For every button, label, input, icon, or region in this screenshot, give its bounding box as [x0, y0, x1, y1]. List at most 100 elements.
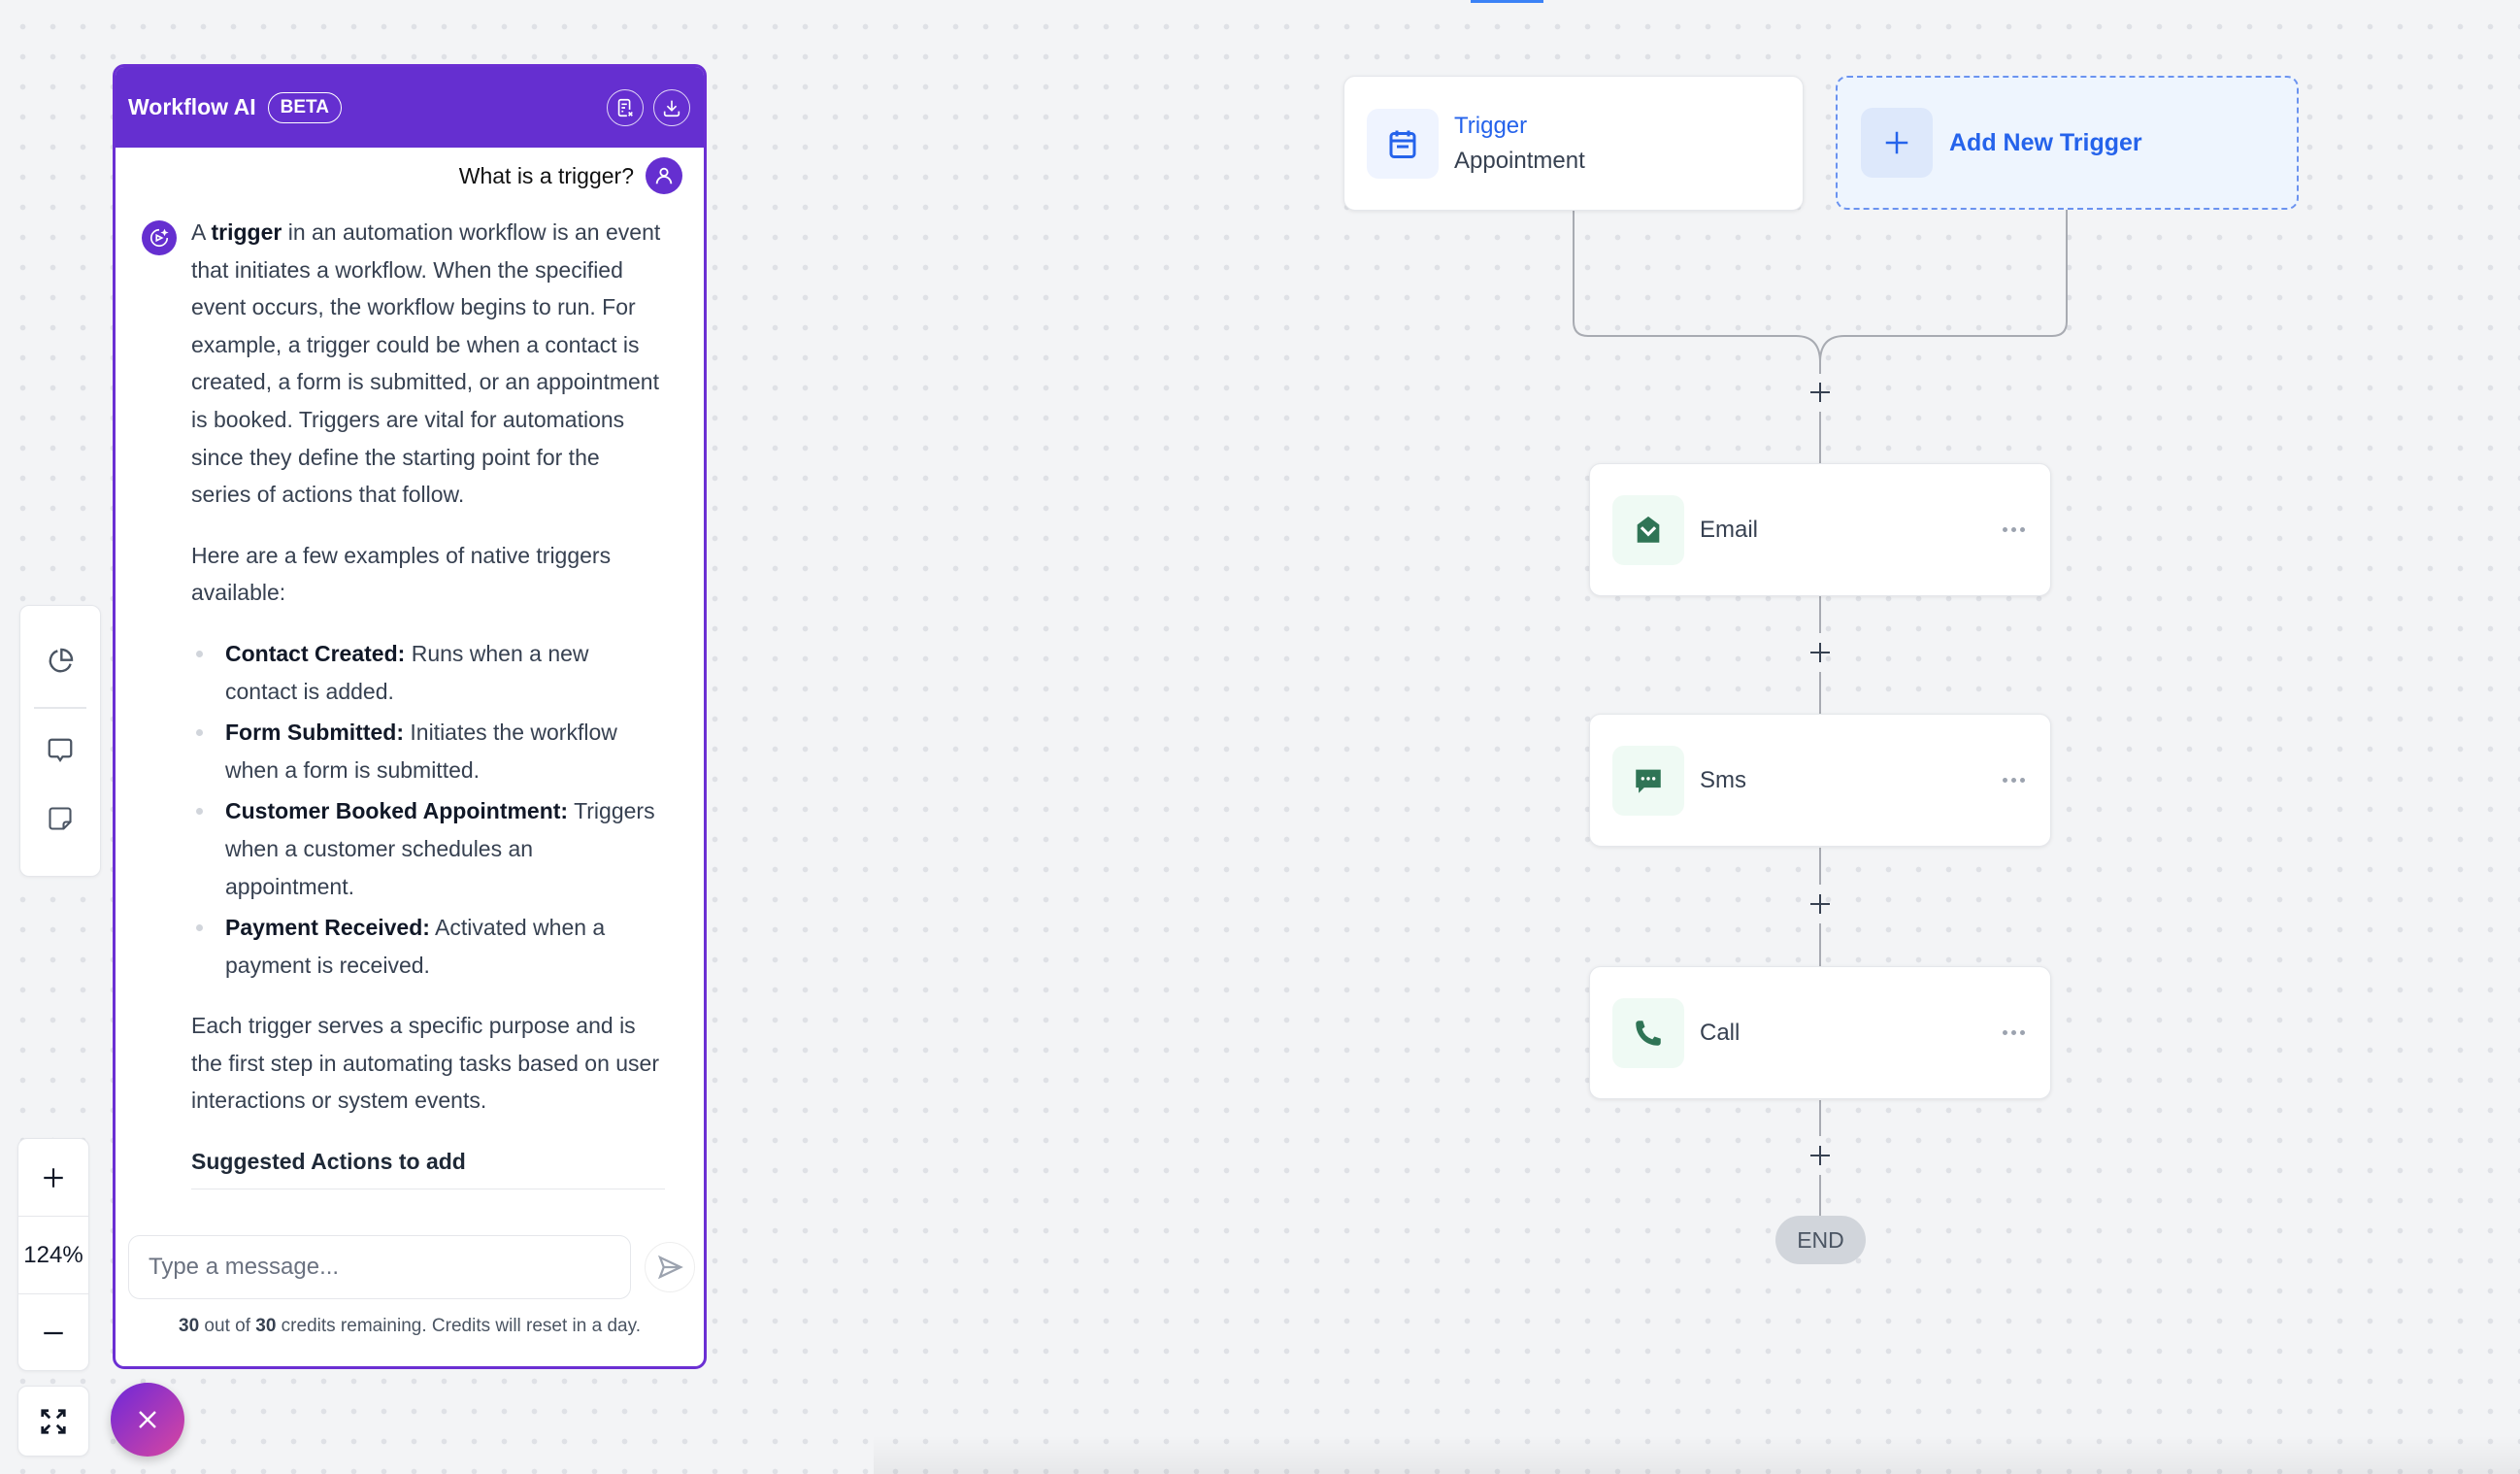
add-step-button[interactable]	[1806, 638, 1835, 667]
sticky-note-icon	[49, 807, 72, 830]
add-new-trigger-button[interactable]: Add New Trigger	[1836, 76, 2299, 210]
bottom-shadow	[874, 1435, 2520, 1474]
action-icon-box	[1612, 494, 1684, 565]
workflow-ai-chat-panel: Workflow AI BETA What is a trigger? A tr…	[113, 64, 707, 1369]
user-message: What is a trigger?	[116, 148, 704, 194]
bold-term: trigger	[211, 219, 282, 245]
list-item: Form Submitted: Initiates the workflow w…	[191, 714, 665, 788]
action-node-call[interactable]: Call	[1589, 966, 2051, 1099]
download-icon	[663, 100, 680, 117]
clear-chat-button[interactable]	[607, 88, 644, 126]
action-label: Email	[1700, 516, 1759, 543]
minus-icon	[44, 1331, 63, 1335]
suggested-actions-heading: Suggested Actions to add	[191, 1143, 665, 1189]
notes-button[interactable]	[20, 785, 100, 853]
sms-icon	[1636, 769, 1661, 793]
clear-document-icon	[617, 98, 633, 117]
send-button[interactable]	[645, 1242, 695, 1292]
active-tab-indicator	[1471, 0, 1543, 3]
comment-icon	[48, 738, 73, 763]
chat-messages[interactable]: What is a trigger? A trigger in an autom…	[116, 148, 704, 1221]
plus-icon	[1810, 383, 1830, 402]
list-item: Customer Booked Appointment: Triggers wh…	[191, 792, 665, 905]
more-options-button[interactable]	[2003, 1030, 2025, 1035]
calendar-icon	[1389, 130, 1416, 158]
divider	[34, 707, 86, 709]
canvas-toolbar	[19, 605, 101, 877]
download-button[interactable]	[653, 88, 690, 126]
text: A	[191, 219, 212, 245]
text: in an automation workflow is an event th…	[191, 219, 661, 508]
trigger-examples-list: Contact Created: Runs when a new contact…	[191, 635, 665, 984]
item-name: Contact Created:	[225, 640, 406, 666]
text: out of	[199, 1316, 256, 1336]
chat-footer: 30 out of 30 credits remaining. Credits …	[116, 1221, 704, 1366]
email-icon	[1637, 516, 1660, 543]
zoom-in-button[interactable]	[18, 1139, 88, 1217]
item-name: Payment Received:	[225, 915, 430, 941]
trigger-title: Trigger	[1454, 112, 1528, 139]
pie-chart-icon	[49, 648, 74, 673]
zoom-controls: 124%	[17, 1138, 89, 1371]
expand-icon	[41, 1408, 66, 1434]
send-icon	[657, 1255, 683, 1280]
credits-used: 30	[179, 1316, 200, 1336]
item-desc: Triggers when a customer schedules an ap…	[225, 798, 655, 899]
user-avatar	[646, 157, 682, 194]
plus-icon	[1810, 894, 1830, 914]
message-input[interactable]	[128, 1235, 631, 1299]
plus-icon	[1885, 131, 1908, 154]
ai-avatar	[142, 220, 177, 255]
zoom-out-button[interactable]	[18, 1294, 88, 1372]
list-item: Contact Created: Runs when a new contact…	[191, 635, 665, 710]
connector-add-trigger	[1819, 210, 2068, 363]
list-item: Payment Received: Activated when a payme…	[191, 909, 665, 984]
item-name: Form Submitted:	[225, 720, 404, 746]
item-desc: Runs when a new contact is added.	[225, 640, 589, 704]
action-node-sms[interactable]: Sms	[1589, 714, 2051, 847]
close-icon	[139, 1411, 156, 1428]
comments-button[interactable]	[20, 717, 100, 785]
ai-sparkle-icon	[149, 228, 169, 248]
analytics-button[interactable]	[20, 623, 100, 699]
trigger-icon-box	[1367, 108, 1439, 179]
item-desc: Activated when a payment is received.	[225, 915, 606, 978]
chat-title: Workflow AI	[128, 94, 256, 119]
close-chat-button[interactable]	[111, 1383, 184, 1457]
ai-message: A trigger in an automation workflow is a…	[116, 194, 704, 1189]
credits-remaining: 30 out of 30 credits remaining. Credits …	[116, 1316, 704, 1337]
add-step-button[interactable]	[1806, 889, 1835, 919]
plus-icon	[1810, 1146, 1830, 1165]
action-label: Call	[1700, 1019, 1741, 1046]
user-icon	[655, 167, 673, 184]
add-step-button[interactable]	[1806, 1141, 1835, 1170]
action-label: Sms	[1700, 766, 1746, 793]
user-message-text: What is a trigger?	[458, 162, 634, 188]
credits-total: 30	[255, 1316, 277, 1336]
connector-trigger	[1573, 211, 1821, 363]
chat-header: Workflow AI BETA	[116, 67, 704, 148]
item-name: Customer Booked Appointment:	[225, 798, 569, 824]
action-node-email[interactable]: Email	[1589, 463, 2051, 596]
ai-paragraph: A trigger in an automation workflow is a…	[191, 214, 665, 514]
ai-paragraph: Each trigger serves a specific purpose a…	[191, 1013, 659, 1114]
add-step-button[interactable]	[1806, 378, 1835, 407]
item-desc: Initiates the workflow when a form is su…	[225, 720, 617, 783]
more-options-button[interactable]	[2003, 778, 2025, 783]
trigger-subtitle: Appointment	[1454, 147, 1585, 174]
trigger-node[interactable]: Trigger Appointment	[1343, 76, 1804, 211]
action-icon-box	[1612, 745, 1684, 816]
add-icon-box	[1861, 108, 1933, 178]
fit-view-button[interactable]	[17, 1386, 89, 1457]
plus-icon	[1810, 643, 1830, 662]
phone-icon	[1636, 1020, 1661, 1046]
add-new-trigger-label: Add New Trigger	[1949, 128, 2142, 156]
more-options-button[interactable]	[2003, 527, 2025, 532]
end-node: END	[1775, 1216, 1866, 1264]
text: credits remaining. Credits will reset in…	[276, 1316, 641, 1336]
ai-paragraph: Here are a few examples of native trigge…	[191, 542, 612, 606]
zoom-level: 124%	[18, 1217, 88, 1294]
action-icon-box	[1612, 997, 1684, 1068]
beta-badge: BETA	[267, 91, 342, 123]
